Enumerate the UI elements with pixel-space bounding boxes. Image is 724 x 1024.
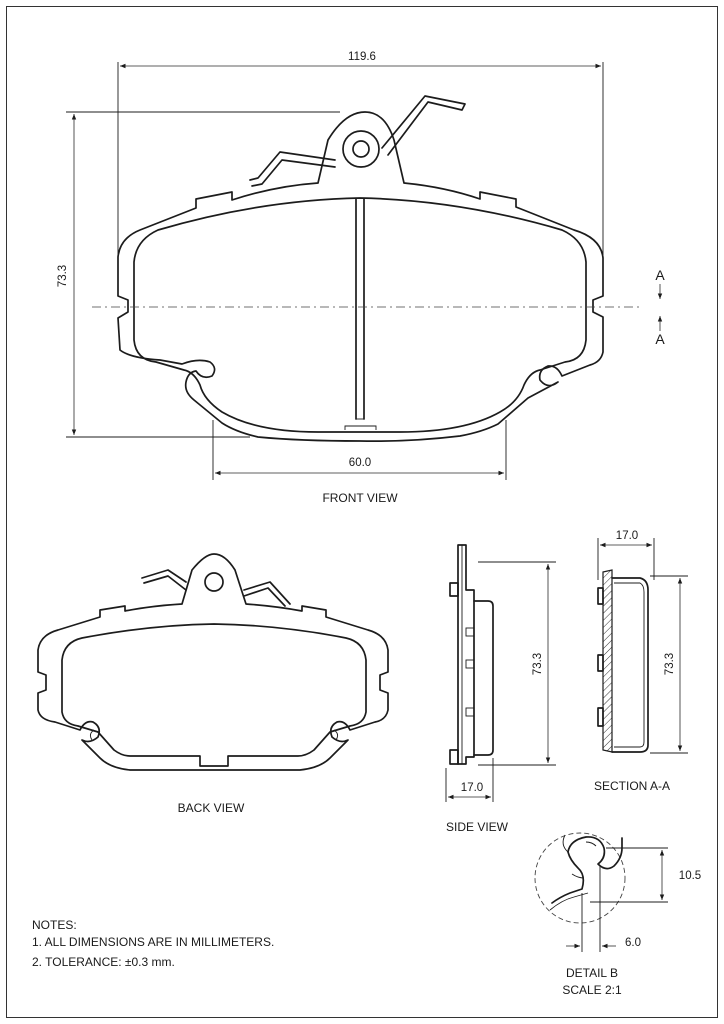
dim-inner-width: 60.0 — [349, 457, 371, 469]
front-view: A A 119.6 73.3 60.0 FRONT VIEW — [57, 51, 665, 505]
back-view-label: BACK VIEW — [178, 801, 245, 815]
dim-overall-height: 73.3 — [57, 265, 69, 287]
detail-notch — [551, 836, 623, 904]
back-backing-plate — [37, 553, 389, 771]
dim-overall-width: 119.6 — [348, 51, 376, 63]
section-backing-plate — [602, 569, 613, 753]
front-friction-pad — [133, 197, 587, 433]
detail-label: DETAIL B — [566, 966, 618, 980]
side-backing-plate — [457, 544, 475, 765]
note-item-2: 2. TOLERANCE: ±0.3 mm. — [32, 955, 175, 969]
side-friction-pad — [473, 600, 494, 756]
detail-scale-label: SCALE 2:1 — [562, 983, 622, 997]
dim-side-thickness: 17.0 — [461, 782, 483, 794]
detail-b: 10.5 6.0 DETAIL B SCALE 2:1 — [534, 832, 701, 997]
dim-section-thickness: 17.0 — [616, 530, 638, 542]
section-marker-top: A — [655, 267, 665, 283]
side-view-label: SIDE VIEW — [446, 820, 509, 834]
front-spring-clip — [249, 95, 466, 187]
side-clip — [449, 582, 459, 597]
notes-title: NOTES: — [32, 918, 77, 932]
note-item-1: 1. ALL DIMENSIONS ARE IN MILLIMETERS. — [32, 935, 274, 949]
back-spring-clip — [141, 569, 291, 607]
section-friction-pad — [611, 577, 649, 753]
side-view: 73.3 17.0 SIDE VIEW — [445, 544, 556, 834]
front-view-label: FRONT VIEW — [322, 491, 398, 505]
dim-side-height: 73.3 — [532, 653, 544, 675]
section-view-label: SECTION A-A — [594, 779, 670, 793]
notes-block: NOTES: 1. ALL DIMENSIONS ARE IN MILLIMET… — [32, 918, 274, 969]
front-mounting-hole — [342, 130, 380, 168]
back-mounting-hole — [204, 572, 224, 592]
side-tab-bottom — [449, 749, 459, 765]
drawing-border — [6, 6, 718, 1018]
dim-detail-height: 10.5 — [679, 870, 701, 882]
section-marker-bottom: A — [655, 331, 665, 347]
front-backing-plate — [117, 111, 604, 442]
back-view: BACK VIEW — [37, 553, 389, 815]
dim-detail-width: 6.0 — [625, 937, 641, 949]
dim-section-height: 73.3 — [664, 653, 676, 675]
detail-boundary — [534, 832, 626, 924]
back-recess — [61, 623, 367, 767]
section-view: 17.0 73.3 SECTION A-A — [594, 530, 688, 793]
